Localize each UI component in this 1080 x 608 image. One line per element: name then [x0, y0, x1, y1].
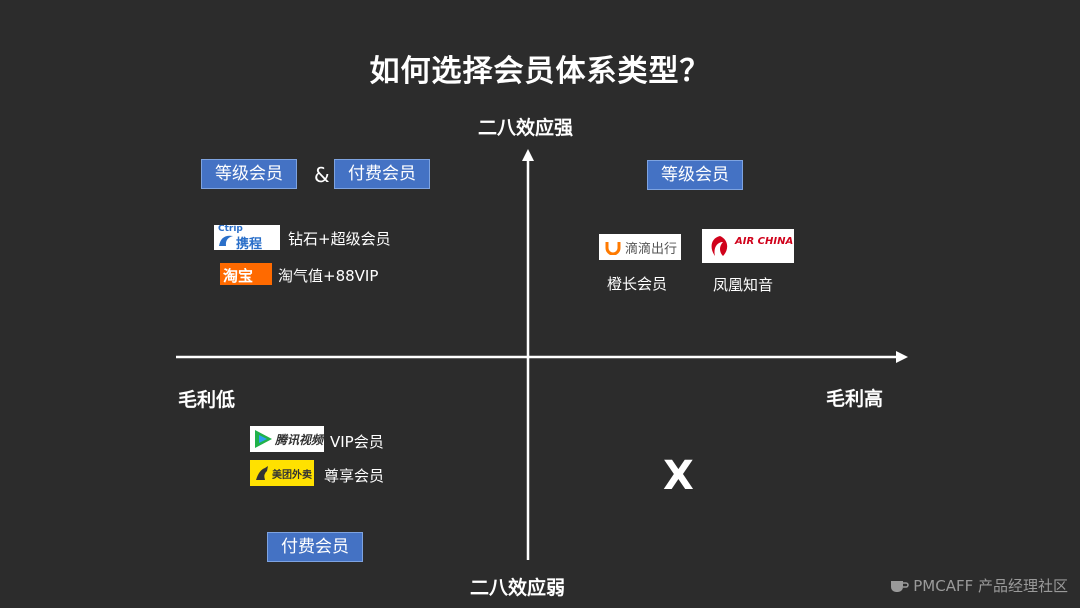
didi-member-text: 橙长会员	[607, 275, 668, 293]
taobao-logo: 淘宝	[220, 263, 272, 285]
kangaroo-icon	[256, 466, 268, 480]
didi-d-icon	[605, 242, 621, 255]
tag-paid-member-bottom: 付费会员	[267, 532, 363, 562]
taobao-logo-text: 淘宝	[223, 267, 254, 285]
up-arrow	[522, 149, 534, 161]
watermark-text: PMCAFF 产品经理社区	[913, 577, 1068, 595]
phoenix-icon	[711, 236, 728, 256]
ctrip-logo: Ctrip 携程	[214, 225, 280, 250]
meituan-logo: 美团外卖	[250, 460, 314, 486]
ctrip-dolphin-icon	[219, 235, 233, 246]
right-arrow	[896, 351, 908, 363]
axis-bottom-label: 二八效应弱	[470, 577, 566, 599]
ctrip-logo-text: 携程	[236, 237, 263, 250]
airchina-member-text: 凤凰知音	[713, 276, 774, 294]
coffee-cup-icon	[891, 581, 909, 592]
axis-right-label: 毛利高	[826, 388, 884, 410]
ctrip-member-text: 钻石+超级会员	[288, 230, 391, 248]
didi-logo-text: 滴滴出行	[625, 242, 678, 257]
tencent-logo-text: 腾讯视频	[275, 433, 324, 447]
taobao-member-text: 淘气值+88VIP	[278, 267, 379, 285]
tencent-video-logo: 腾讯视频	[250, 426, 324, 452]
tencent-play-icon	[255, 430, 272, 448]
tencent-member-text: VIP会员	[330, 433, 384, 451]
watermark: PMCAFF 产品经理社区	[889, 575, 1068, 596]
didi-logo: 滴滴出行	[599, 234, 681, 260]
tag-level-member: 等级会员	[201, 159, 297, 189]
axis-left-label: 毛利低	[178, 389, 236, 411]
ctrip-logo-small: Ctrip	[218, 225, 243, 234]
airchina-logo: AIR CHINA	[702, 229, 794, 263]
meituan-member-text: 尊享会员	[324, 467, 385, 485]
page-title: 如何选择会员体系类型？	[369, 54, 711, 89]
meituan-logo-text: 美团外卖	[272, 470, 312, 481]
ampersand: &	[314, 163, 330, 187]
x-mark: X	[663, 453, 694, 499]
tag-paid-member: 付费会员	[334, 159, 430, 189]
airchina-logo-text: AIR CHINA	[735, 236, 794, 247]
axis-top-label: 二八效应强	[478, 117, 574, 139]
tag-level-member-right: 等级会员	[647, 160, 743, 190]
